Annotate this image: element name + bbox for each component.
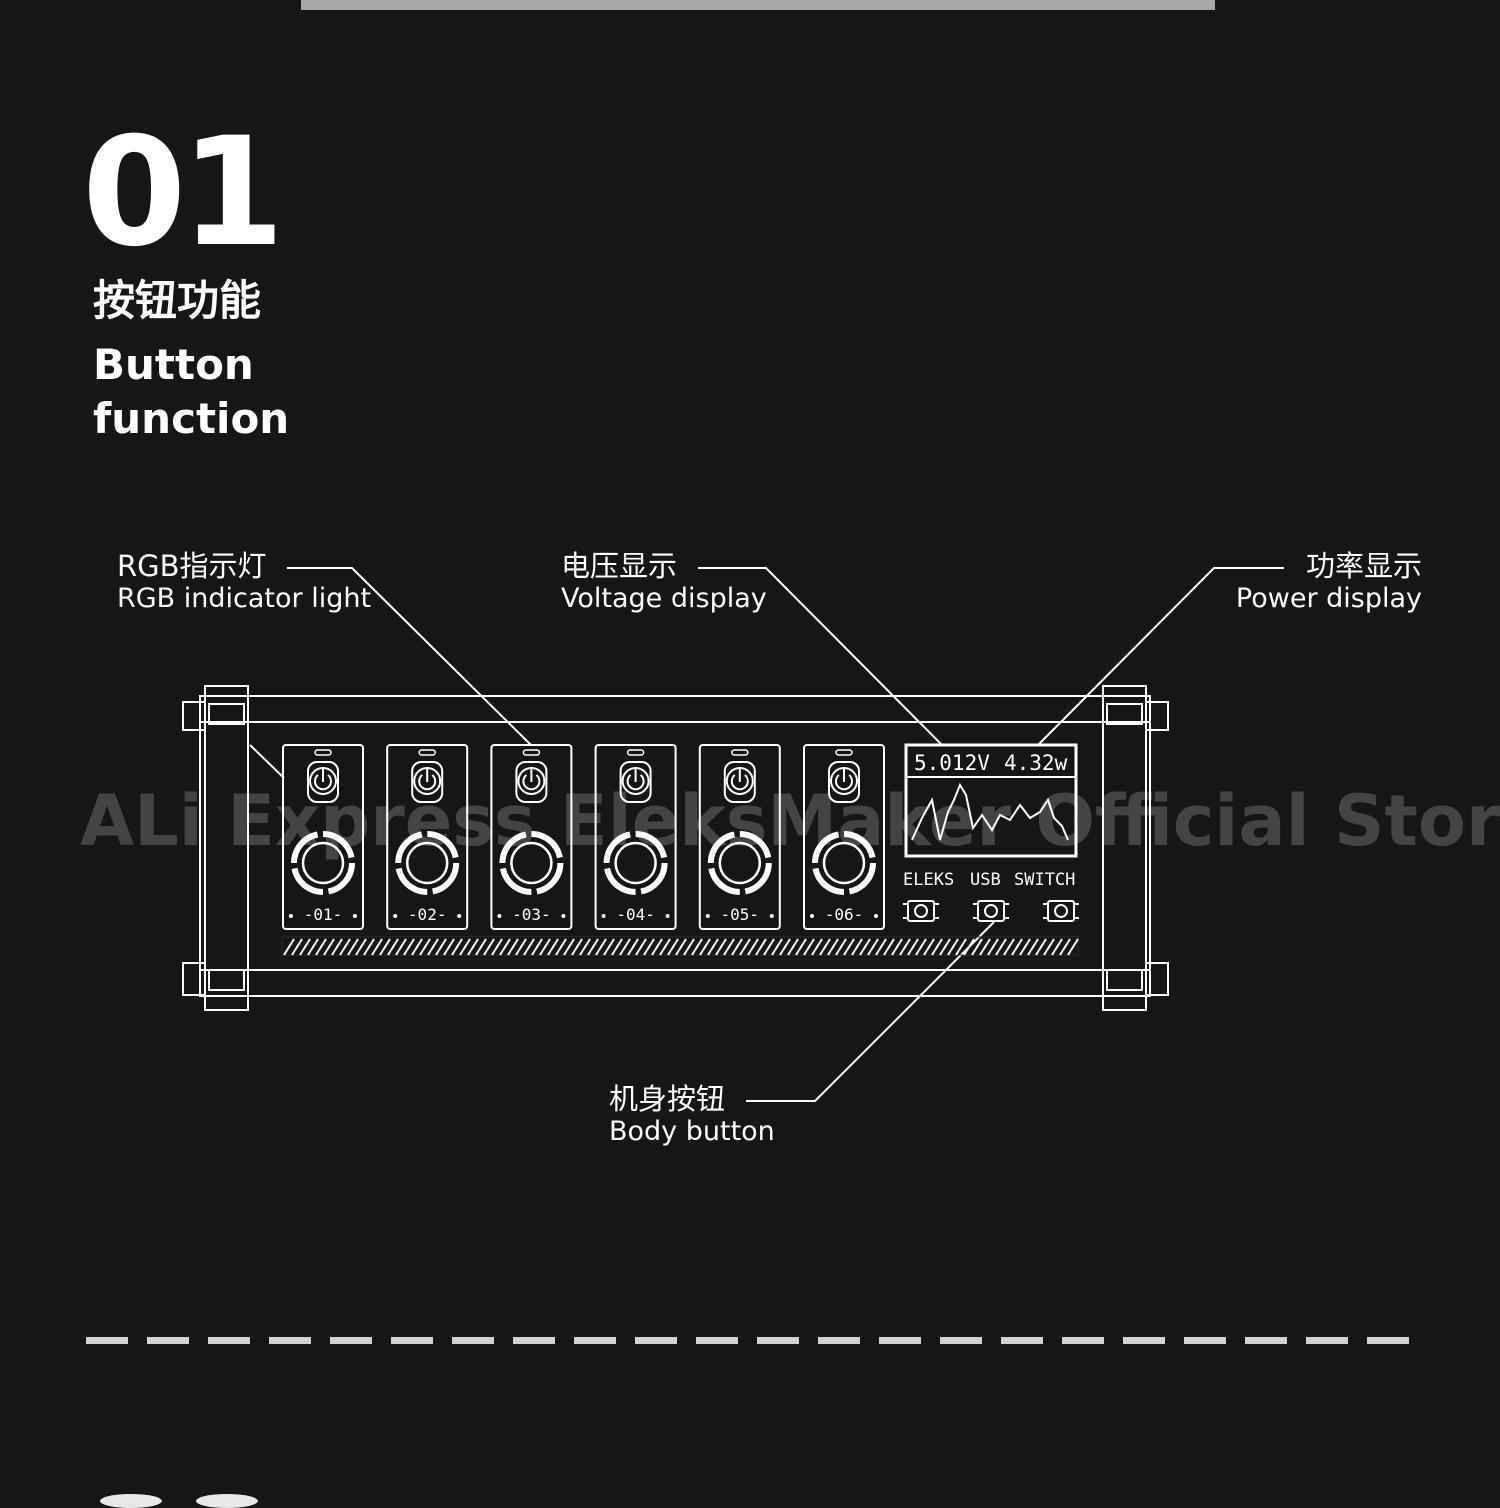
rgb-indicator-light: [314, 749, 332, 756]
rgb-indicator-light: [731, 749, 749, 756]
callout-body-cn: 机身按钮: [609, 1082, 726, 1116]
screw-dot: [769, 914, 774, 918]
round-button-icon[interactable]: [707, 831, 772, 895]
callout-power-en: Power display: [1235, 583, 1422, 614]
brand-word-eleks: ELEKS: [903, 870, 954, 890]
port-label-5: -05-: [721, 905, 760, 924]
callout-body-line: [746, 921, 995, 1102]
callout-power-label: 功率显示 Power display: [1232, 549, 1422, 614]
next-section-number-peek-2: [196, 1494, 258, 1508]
power-icon[interactable]: [828, 761, 860, 803]
callout-power-line: [1037, 567, 1284, 746]
screw-dot: [874, 914, 878, 918]
hatch-strip: [281, 936, 1079, 956]
power-icon[interactable]: [515, 761, 548, 803]
section-number: 01: [82, 106, 285, 280]
rgb-indicator-light: [418, 749, 436, 756]
screw-dot: [353, 914, 357, 918]
top-bar: [301, 0, 1215, 10]
round-button-icon[interactable]: [603, 831, 668, 895]
callout-voltage-line: [698, 567, 943, 746]
callout-voltage-label: 电压显示 Voltage display: [561, 549, 767, 614]
tactile-button-icon[interactable]: [903, 900, 939, 922]
screw-dot: [497, 914, 502, 918]
rgb-indicator-light: [835, 749, 853, 756]
screw-dot: [601, 914, 606, 918]
section-divider: [86, 1337, 1416, 1344]
port-label-2: -02-: [408, 905, 447, 924]
tactile-button-icon[interactable]: [1043, 900, 1079, 922]
port-label-6: -06-: [825, 905, 864, 924]
port-module-2: [386, 744, 469, 930]
callout-rgb-label: RGB指示灯 RGB indicator light: [117, 549, 372, 614]
screw-dot: [561, 914, 566, 918]
port-module-5: [698, 744, 781, 930]
device-chassis: [182, 685, 1169, 1011]
port-label-1: -01-: [304, 905, 343, 924]
callout-body-en: Body button: [609, 1116, 775, 1147]
port-module-3: [490, 744, 573, 930]
section-title-cn: 按钮功能: [93, 276, 262, 325]
section-title-en-line1: Button: [93, 340, 254, 389]
rgb-indicator-light: [626, 749, 645, 756]
power-icon[interactable]: [619, 761, 652, 803]
screw-dot: [810, 914, 814, 918]
screw-dot: [665, 914, 670, 918]
power-icon[interactable]: [411, 761, 444, 803]
screen-voltage: 5.012V: [914, 751, 990, 775]
callout-voltage-en: Voltage display: [561, 583, 767, 614]
screw-dot: [393, 914, 398, 918]
brand-word-usb: USB: [970, 870, 1001, 890]
callout-rgb-cn: RGB指示灯: [117, 549, 267, 583]
section-title-en: Button function: [93, 338, 289, 446]
port-module-6: [803, 744, 885, 930]
callout-power-cn: 功率显示: [1305, 549, 1422, 583]
next-section-number-peek-1: [100, 1494, 162, 1508]
port-module-1: [282, 744, 364, 930]
watermark: ALi Express EleksMaker Official Store: [80, 780, 1500, 862]
brand-word-switch: SWITCH: [1014, 870, 1075, 890]
power-waveform: [911, 782, 1069, 841]
callout-voltage-cn: 电压显示: [561, 549, 678, 583]
port-module-4: [594, 744, 677, 930]
port-label-3: -03-: [512, 905, 551, 924]
round-button-icon[interactable]: [291, 831, 355, 895]
round-button-icon[interactable]: [812, 831, 876, 895]
section-title-en-line2: function: [93, 394, 290, 443]
screen-power: 4.32w: [1004, 751, 1068, 775]
callout-rgb-en: RGB indicator light: [117, 583, 372, 614]
screw-dot: [289, 914, 293, 918]
rgb-indicator-light: [522, 749, 541, 756]
power-icon[interactable]: [307, 761, 339, 803]
power-icon[interactable]: [723, 761, 756, 803]
round-button-icon[interactable]: [395, 831, 460, 895]
voltage-power-display: [904, 743, 1078, 858]
port-label-4: -04-: [616, 905, 655, 924]
callout-rgb-line: [287, 567, 532, 746]
tactile-button-icon[interactable]: [973, 900, 1009, 922]
round-button-icon[interactable]: [499, 831, 564, 895]
screw-dot: [705, 914, 710, 918]
screw-dot: [457, 914, 462, 918]
callout-body-label: 机身按钮 Body button: [609, 1082, 775, 1147]
